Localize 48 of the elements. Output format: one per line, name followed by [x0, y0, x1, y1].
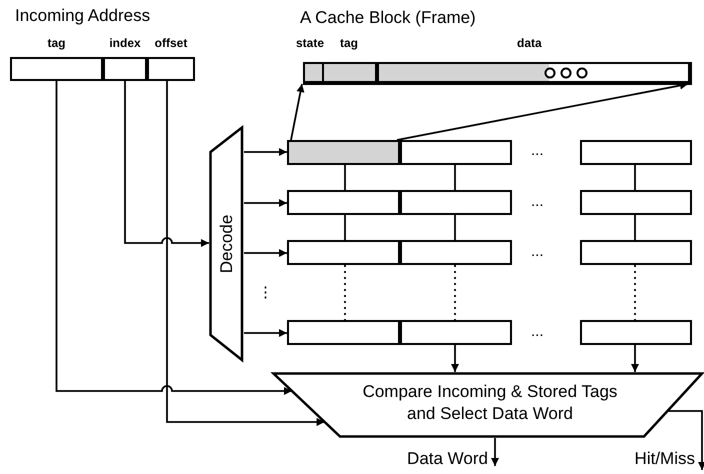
connector-line: [634, 165, 636, 190]
vertical-ellipsis: ⋮: [258, 283, 273, 301]
arrow: [450, 345, 460, 372]
comparator-label: Compare Incoming & Stored Tags and Select Data Word: [362, 381, 618, 425]
cache-line-cell: [287, 190, 400, 215]
arrow: [244, 248, 287, 258]
cache-line-cell: [287, 140, 400, 165]
arrow: [166, 81, 325, 426]
arrow: [124, 81, 209, 248]
arrow: [290, 84, 304, 140]
field-label: tag: [46, 36, 66, 50]
field-label: tag: [340, 36, 358, 50]
cache-line-cell: [287, 240, 400, 265]
connector-line: [344, 215, 346, 240]
connector-line: [454, 215, 456, 240]
arrow: [667, 410, 704, 470]
arrow: [630, 345, 640, 372]
cache-line-cell: [400, 240, 512, 265]
field-label: state: [296, 36, 324, 50]
field-label: offset: [154, 36, 188, 50]
register-heading: Incoming Address: [15, 6, 150, 26]
arrow: [56, 81, 292, 396]
field-label: data: [517, 36, 542, 50]
cache-line-cell: [580, 190, 692, 215]
horizontal-ellipsis: ...: [531, 243, 544, 260]
block-heading: A Cache Block (Frame): [300, 8, 476, 28]
connector-line: [454, 265, 456, 320]
connector-line: [634, 215, 636, 240]
cache-line-cell: [287, 320, 400, 345]
arrow: [244, 148, 287, 156]
connector-line: [634, 265, 636, 320]
arrow: [244, 328, 287, 338]
decoder-label: Decode: [216, 214, 236, 274]
cache-line-cell: [580, 140, 692, 165]
connector-line: [454, 165, 456, 190]
horizontal-ellipsis: ...: [531, 142, 544, 159]
horizontal-ellipsis: ...: [531, 323, 544, 340]
field-label: index: [108, 36, 142, 50]
arrow: [490, 438, 500, 466]
horizontal-ellipsis: ...: [531, 193, 544, 210]
cache-line-cell: [580, 240, 692, 265]
arrow: [244, 198, 287, 208]
cache-line-cell: [400, 140, 512, 165]
connector-line: [344, 265, 346, 320]
cache-line-cell: [580, 320, 692, 345]
cache-line-cell: [400, 190, 512, 215]
connector-line: [344, 165, 346, 190]
cache-line-cell: [400, 320, 512, 345]
